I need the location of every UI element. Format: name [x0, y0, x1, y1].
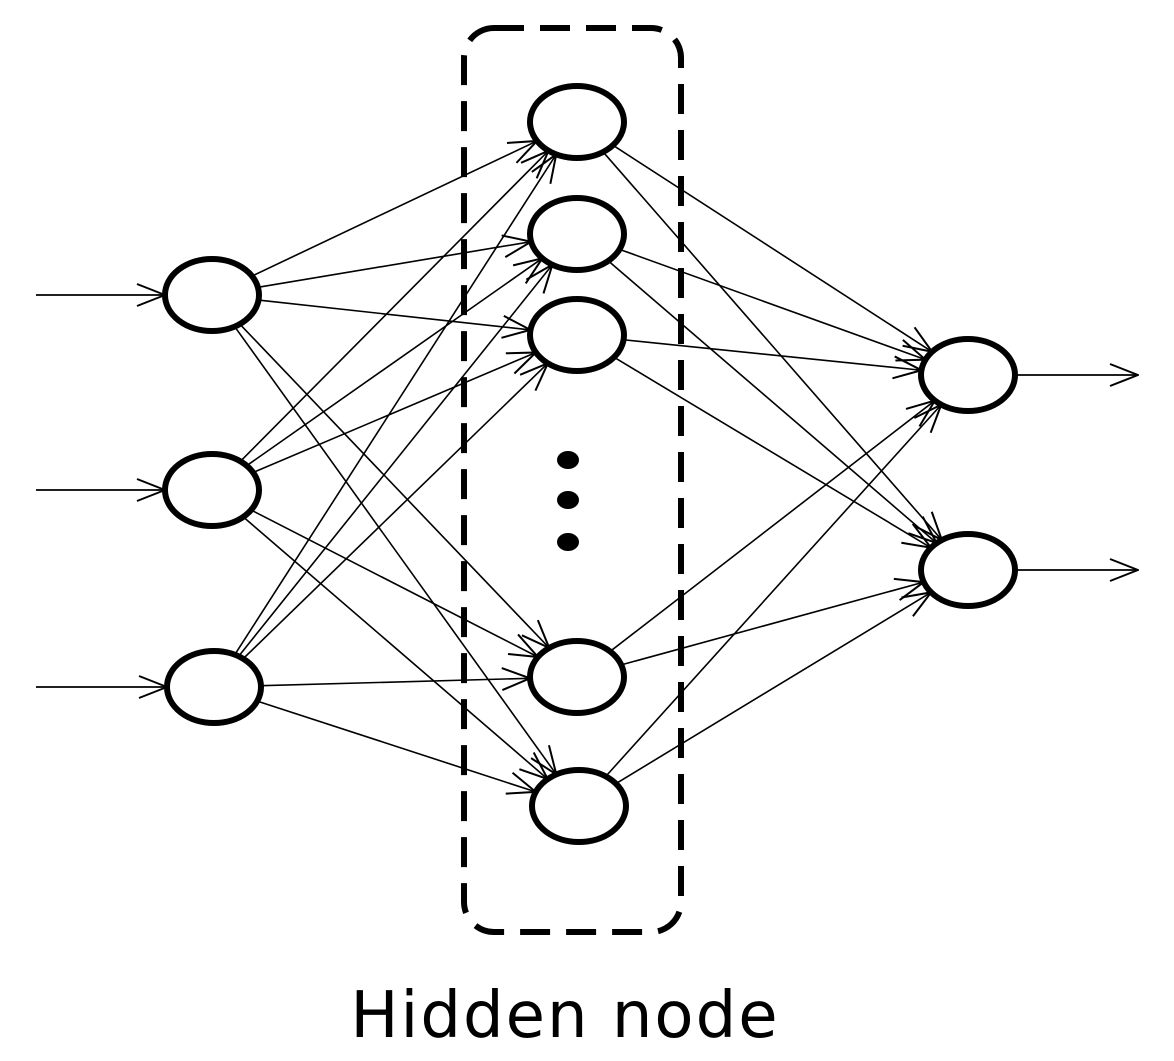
- edge-input-2-hidden-5: [242, 516, 548, 779]
- edge-input-1-hidden-4: [239, 323, 549, 648]
- hidden-node-5: [529, 767, 629, 845]
- edge-input-3-hidden-4: [260, 678, 530, 685]
- edge-hidden-3-output-1: [623, 338, 922, 370]
- hidden-layer-dashed-box: [461, 25, 684, 935]
- connections: [234, 141, 942, 792]
- nodes: [162, 83, 1018, 845]
- edge-input-2-hidden-4: [250, 509, 538, 657]
- edge-input-1-hidden-5: [234, 326, 557, 775]
- output-node-2: [918, 531, 1018, 609]
- edge-hidden-1-output-1: [612, 144, 932, 352]
- edge-input-1-hidden-3: [258, 299, 531, 330]
- hidden-node-2: [527, 195, 627, 273]
- edge-input-2-hidden-1: [239, 151, 548, 462]
- edge-input-3-hidden-3: [242, 363, 548, 660]
- edge-input-1-hidden-1: [251, 141, 537, 277]
- ellipsis-dot-2: [557, 491, 579, 509]
- edge-input-3-hidden-5: [256, 700, 536, 792]
- edge-hidden-1-output-2: [602, 151, 942, 540]
- input-node-1: [162, 256, 262, 334]
- edge-input-1-hidden-2: [257, 242, 531, 289]
- edge-input-3-hidden-2: [237, 265, 553, 657]
- edge-hidden-2-output-1: [619, 248, 926, 359]
- io-arrows: [36, 295, 1138, 687]
- hidden-node-1: [527, 83, 627, 161]
- edge-hidden-5-output-2: [615, 592, 931, 785]
- edge-hidden-3-output-2: [613, 356, 931, 548]
- edge-input-2-hidden-2: [246, 258, 543, 467]
- input-node-3: [164, 648, 264, 726]
- output-node-1: [918, 336, 1018, 414]
- ellipsis-dot-3: [557, 533, 579, 551]
- ellipsis-dots: [557, 451, 579, 551]
- edge-hidden-4-output-1: [609, 401, 935, 653]
- edge-hidden-2-output-2: [607, 260, 936, 543]
- hidden-node-3: [527, 296, 627, 374]
- hidden-node-4: [527, 638, 627, 716]
- hidden-node-caption: Hidden node: [350, 979, 780, 1053]
- edge-input-3-hidden-1: [234, 154, 556, 656]
- edge-hidden-4-output-2: [621, 582, 923, 666]
- edge-hidden-5-output-1: [605, 405, 942, 777]
- edge-input-2-hidden-3: [252, 352, 536, 474]
- ellipsis-dot-1: [557, 451, 579, 469]
- input-node-2: [162, 451, 262, 529]
